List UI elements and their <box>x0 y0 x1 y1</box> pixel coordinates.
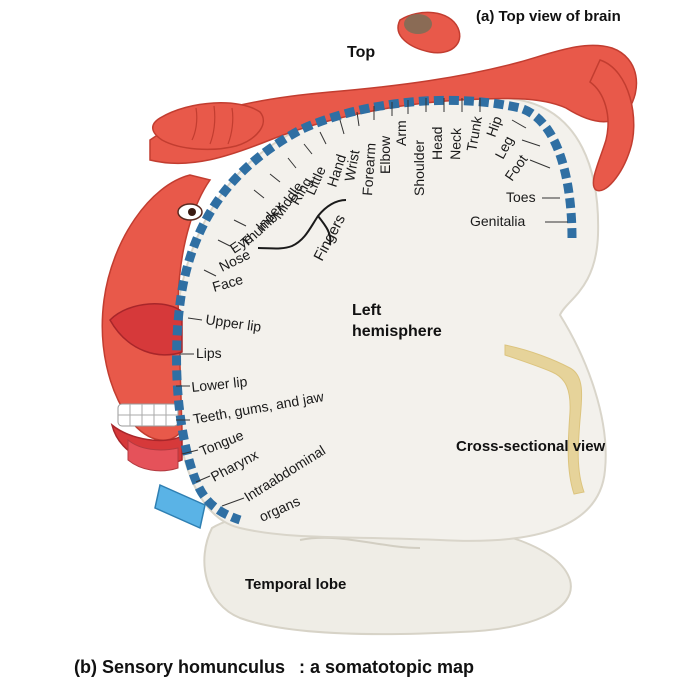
homunculus-upper-lip <box>109 303 183 356</box>
region-label: Hip <box>483 114 505 139</box>
homunculus-figure <box>101 11 638 530</box>
region-label: Head <box>429 127 445 160</box>
region-leader-line <box>303 143 313 155</box>
homunculus-tongue <box>127 438 179 472</box>
left-hemisphere-line1: Left <box>352 302 382 319</box>
region-leader-line <box>221 497 245 507</box>
region-label: Genitalia <box>470 213 525 229</box>
region-label: Arm <box>393 120 409 146</box>
region-leader-line <box>511 119 527 129</box>
region-leader-line <box>203 269 217 277</box>
region-leader-line <box>217 239 231 247</box>
region-label: Forearm <box>359 142 379 196</box>
homunculus-teeth-lines <box>118 404 178 426</box>
region-leader-line <box>269 173 281 183</box>
region-leader-line <box>187 317 203 321</box>
region-leader-line <box>195 475 211 483</box>
region-leader-line <box>181 449 199 455</box>
region-label: Wrist <box>341 148 362 182</box>
temporal-lobe-fold <box>299 536 421 549</box>
cortex-strip <box>172 95 577 525</box>
cross-sectional-label: Cross-sectional view <box>456 438 606 455</box>
fingers-brace <box>257 199 347 250</box>
region-leader-line <box>356 111 360 127</box>
bottom-caption-part2: : a somatotopic map <box>299 657 475 677</box>
left-hemisphere-label: Left hemisphere <box>352 300 442 342</box>
region-label: Toes <box>506 189 536 205</box>
region-leader-line <box>319 131 327 145</box>
homunculus-pharynx <box>154 483 206 530</box>
region-label: Trunk <box>463 114 485 152</box>
region-leader-line <box>521 139 541 147</box>
region-leader-line <box>233 219 247 227</box>
temporal-lobe-label: Temporal lobe <box>245 576 347 593</box>
top-label: Top <box>347 44 376 61</box>
homunculus-pupil <box>188 208 196 216</box>
region-label: Shoulder <box>411 140 427 196</box>
bottom-caption: (b) Sensory homunculus : a somatotopic ma… <box>74 657 474 678</box>
homunculus-fingers <box>191 105 234 145</box>
region-label: Neck <box>447 127 464 160</box>
left-hemisphere-line2: hemisphere <box>352 323 442 340</box>
ventricle-shape <box>504 344 585 495</box>
homunculus-hand <box>152 102 265 151</box>
region-label: Lips <box>196 345 222 361</box>
region-leader-line <box>339 119 345 135</box>
region-leader-line <box>253 189 265 199</box>
region-label: Lower lip <box>191 373 249 395</box>
homunculus-toe <box>404 14 432 34</box>
region-leader-line <box>287 157 297 169</box>
region-label: Elbow <box>377 135 393 174</box>
top-view-caption: (a) Top view of brain <box>476 8 621 25</box>
region-label: Upper lip <box>205 311 263 335</box>
region-leader-line <box>529 159 551 169</box>
homunculus-leg <box>589 59 635 192</box>
bottom-caption-part1: (b) Sensory homunculus <box>74 657 286 677</box>
